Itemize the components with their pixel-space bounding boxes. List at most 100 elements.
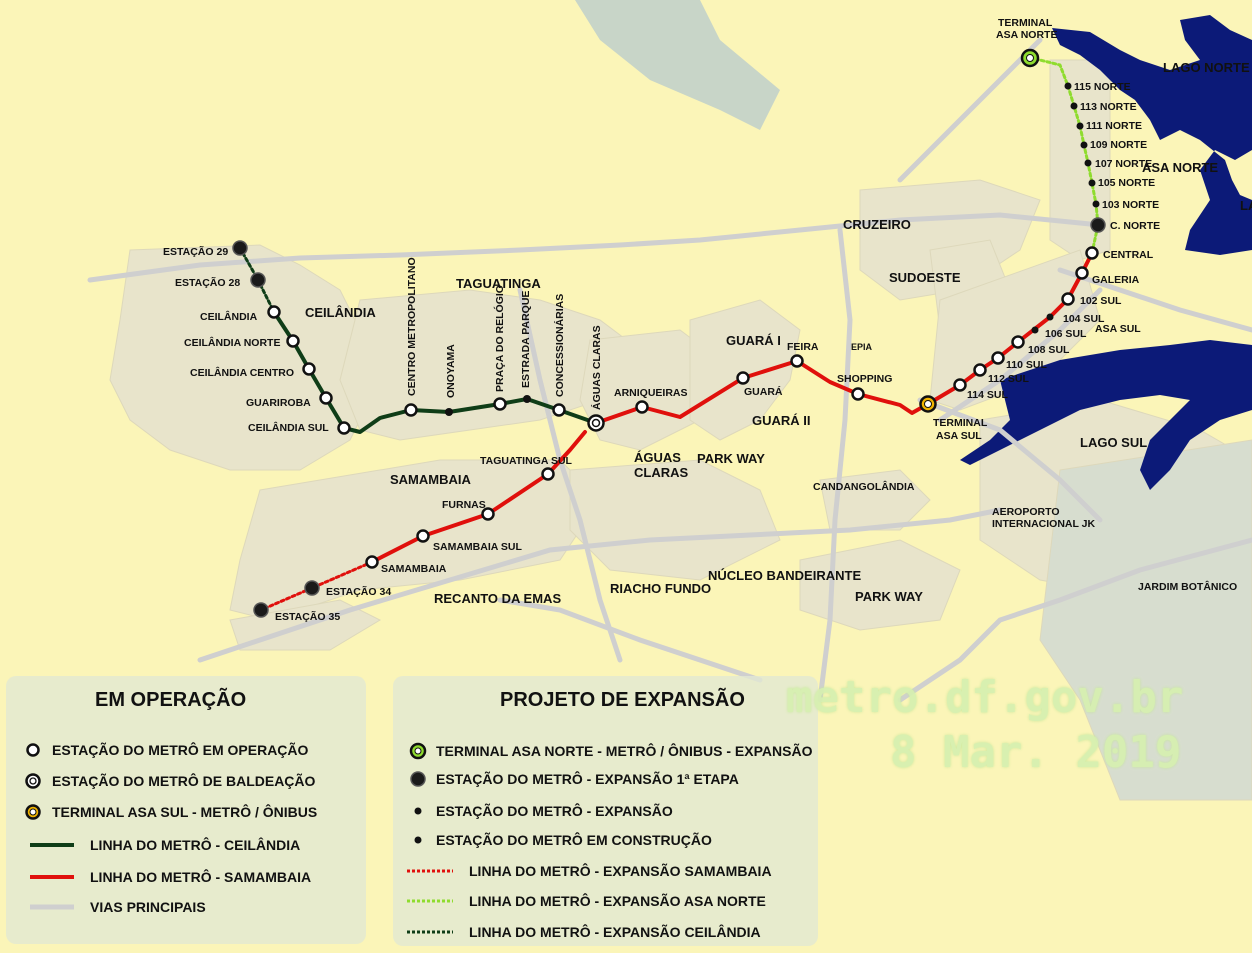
station-label: ONOYAMA: [445, 344, 457, 398]
station-104-sul[interactable]: [1046, 313, 1054, 321]
station-onoyama[interactable]: [445, 408, 453, 416]
station-central[interactable]: [1085, 246, 1099, 260]
terminal-asa-norte-icon: [409, 742, 427, 760]
station-label: 106 SUL: [1045, 328, 1087, 340]
region-label: LA: [1240, 198, 1252, 213]
station-label: ESTAÇÃO 35: [275, 610, 340, 623]
station-shopping[interactable]: [851, 387, 865, 401]
legend-item-label: ESTAÇÃO DO METRÔ DE BALDEAÇÃO: [52, 773, 316, 789]
station-samambaia[interactable]: [365, 555, 379, 569]
station-label: CEILÂNDIA: [200, 310, 258, 323]
station-106-sul[interactable]: [1031, 326, 1039, 334]
station-label: SHOPPING: [837, 373, 892, 385]
legend-item-terminal-asa-sul: TERMINAL ASA SUL - METRÔ / ÔNIBUS: [24, 803, 317, 821]
station-label: C. NORTE: [1110, 220, 1160, 232]
terminal-asa-sul-inner: [924, 400, 932, 408]
station-109-norte[interactable]: [1080, 141, 1088, 149]
station-expansion-29[interactable]: [232, 240, 248, 256]
station-113-norte[interactable]: [1070, 102, 1078, 110]
station-furnas[interactable]: [481, 507, 495, 521]
region-label: NÚCLEO BANDEIRANTE: [708, 568, 861, 583]
legend-item-ceilandia-line: LINHA DO METRÔ - CEILÂNDIA: [30, 837, 300, 853]
station-label: 104 SUL: [1063, 313, 1105, 325]
station-ceilandia-centro[interactable]: [302, 362, 316, 376]
legend-item-expansion-first-stage: ESTAÇÃO DO METRÔ - EXPANSÃO 1ª ETAPA: [408, 769, 739, 789]
region-labels: CEILÂNDIA TAGUATINGA CRUZEIRO SUDOESTE G…: [305, 60, 1252, 606]
stations: [232, 48, 1106, 618]
samambaia-branch-line: [370, 430, 587, 564]
interchange-inner-ring: [591, 418, 601, 428]
station-label: ESTAÇÃO 34: [326, 585, 391, 598]
station-arniqueiras[interactable]: [635, 400, 649, 414]
station-ceilandia[interactable]: [267, 305, 281, 319]
station-samambaia-sul[interactable]: [416, 529, 430, 543]
legend-item-label: TERMINAL ASA NORTE - METRÔ / ÔNIBUS - EX…: [436, 743, 813, 759]
legend-item-terminal-asa-norte: TERMINAL ASA NORTE - METRÔ / ÔNIBUS - EX…: [408, 741, 812, 761]
station-label: 110 SUL: [1006, 359, 1047, 371]
station-103-norte[interactable]: [1092, 200, 1100, 208]
legend-item-label: TERMINAL ASA SUL - METRÔ / ÔNIBUS: [52, 804, 318, 820]
station-centro-metropolitano[interactable]: [404, 403, 418, 417]
region-label: AEROPORTO: [992, 506, 1059, 518]
operating-station-icon: [26, 743, 40, 757]
station-expansion-cnorte[interactable]: [1090, 217, 1106, 233]
station-115-norte[interactable]: [1064, 82, 1072, 90]
samambaia-line: [594, 251, 1094, 425]
station-label: CENTRAL: [1103, 249, 1154, 261]
legend-item-samambaia-expansion-line: LINHA DO METRÔ - EXPANSÃO SAMAMBAIA: [407, 863, 772, 879]
station-taguatinga-sul[interactable]: [541, 467, 555, 481]
station-ceilandia-norte[interactable]: [286, 334, 300, 348]
station-114-sul[interactable]: [953, 378, 967, 392]
station-label: 109 NORTE: [1090, 139, 1147, 151]
interchange-station-icon: [25, 773, 41, 789]
station-label: 115 NORTE: [1074, 81, 1131, 93]
station-107-norte[interactable]: [1084, 159, 1092, 167]
station-label: CEILÂNDIA CENTRO: [190, 366, 294, 379]
station-112-sul[interactable]: [973, 363, 987, 377]
region-label: PARK WAY: [855, 589, 923, 604]
station-expansion-28[interactable]: [250, 272, 266, 288]
station-guara[interactable]: [736, 371, 750, 385]
station-label: ESTAÇÃO 28: [175, 276, 240, 289]
asa-norte-expansion-line-icon: [407, 899, 453, 903]
station-102-sul[interactable]: [1061, 292, 1075, 306]
station-label: CEILÂNDIA NORTE: [184, 336, 280, 349]
station-label: ASA SUL: [936, 430, 982, 442]
station-105-norte[interactable]: [1088, 179, 1096, 187]
watermark-site: metro.df.gov.br: [786, 672, 1184, 723]
legend-operation-title: EM OPERAÇÃO: [95, 689, 247, 711]
station-111-norte[interactable]: [1076, 122, 1084, 130]
station-expansion-35[interactable]: [253, 602, 269, 618]
station-110-sul[interactable]: [991, 351, 1005, 365]
station-label: ESTAÇÃO 29: [163, 245, 228, 258]
legend-item-label: LINHA DO METRÔ - SAMAMBAIA: [90, 869, 312, 885]
station-label: SAMAMBAIA: [381, 563, 447, 575]
station-label: ARNIQUEIRAS: [614, 387, 688, 399]
legend-expansion-title: PROJETO DE EXPANSÃO: [500, 689, 745, 711]
station-expansion-34[interactable]: [304, 580, 320, 596]
legend-item-label: LINHA DO METRÔ - EXPANSÃO SAMAMBAIA: [469, 863, 772, 879]
legend-item-asa-norte-expansion-line: LINHA DO METRÔ - EXPANSÃO ASA NORTE: [407, 893, 766, 909]
station-label: 113 NORTE: [1080, 101, 1137, 113]
region-label: CEILÂNDIA: [305, 305, 376, 320]
station-concessionarias[interactable]: [552, 403, 566, 417]
legend-item-interchange-station: ESTAÇÃO DO METRÔ DE BALDEAÇÃO: [24, 772, 315, 790]
station-ceilandia-sul[interactable]: [337, 421, 351, 435]
station-galeria[interactable]: [1075, 266, 1089, 280]
station-feira[interactable]: [790, 354, 804, 368]
region-label: SAMAMBAIA: [390, 472, 471, 487]
station-aguas-claras-interchange[interactable]: [587, 414, 605, 432]
station-praca-do-relogio[interactable]: [493, 397, 507, 411]
station-guariroba[interactable]: [319, 391, 333, 405]
station-label: GALERIA: [1092, 274, 1140, 286]
station-estrada-parque[interactable]: [523, 395, 531, 403]
station-labels: ESTAÇÃO 29 ESTAÇÃO 28 CEILÂNDIA CEILÂNDI…: [163, 17, 1160, 623]
samambaia-line-icon: [30, 875, 74, 879]
legend-item-label: LINHA DO METRÔ - EXPANSÃO CEILÂNDIA: [469, 924, 761, 940]
region-label: ASA SUL: [1095, 323, 1141, 335]
station-108-sul[interactable]: [1011, 335, 1025, 349]
station-label: TERMINAL: [998, 17, 1053, 29]
station-label: SAMAMBAIA SUL: [433, 541, 522, 553]
region-label: CRUZEIRO: [843, 217, 911, 232]
legend-item-label: ESTAÇÃO DO METRÔ - EXPANSÃO: [436, 803, 673, 819]
